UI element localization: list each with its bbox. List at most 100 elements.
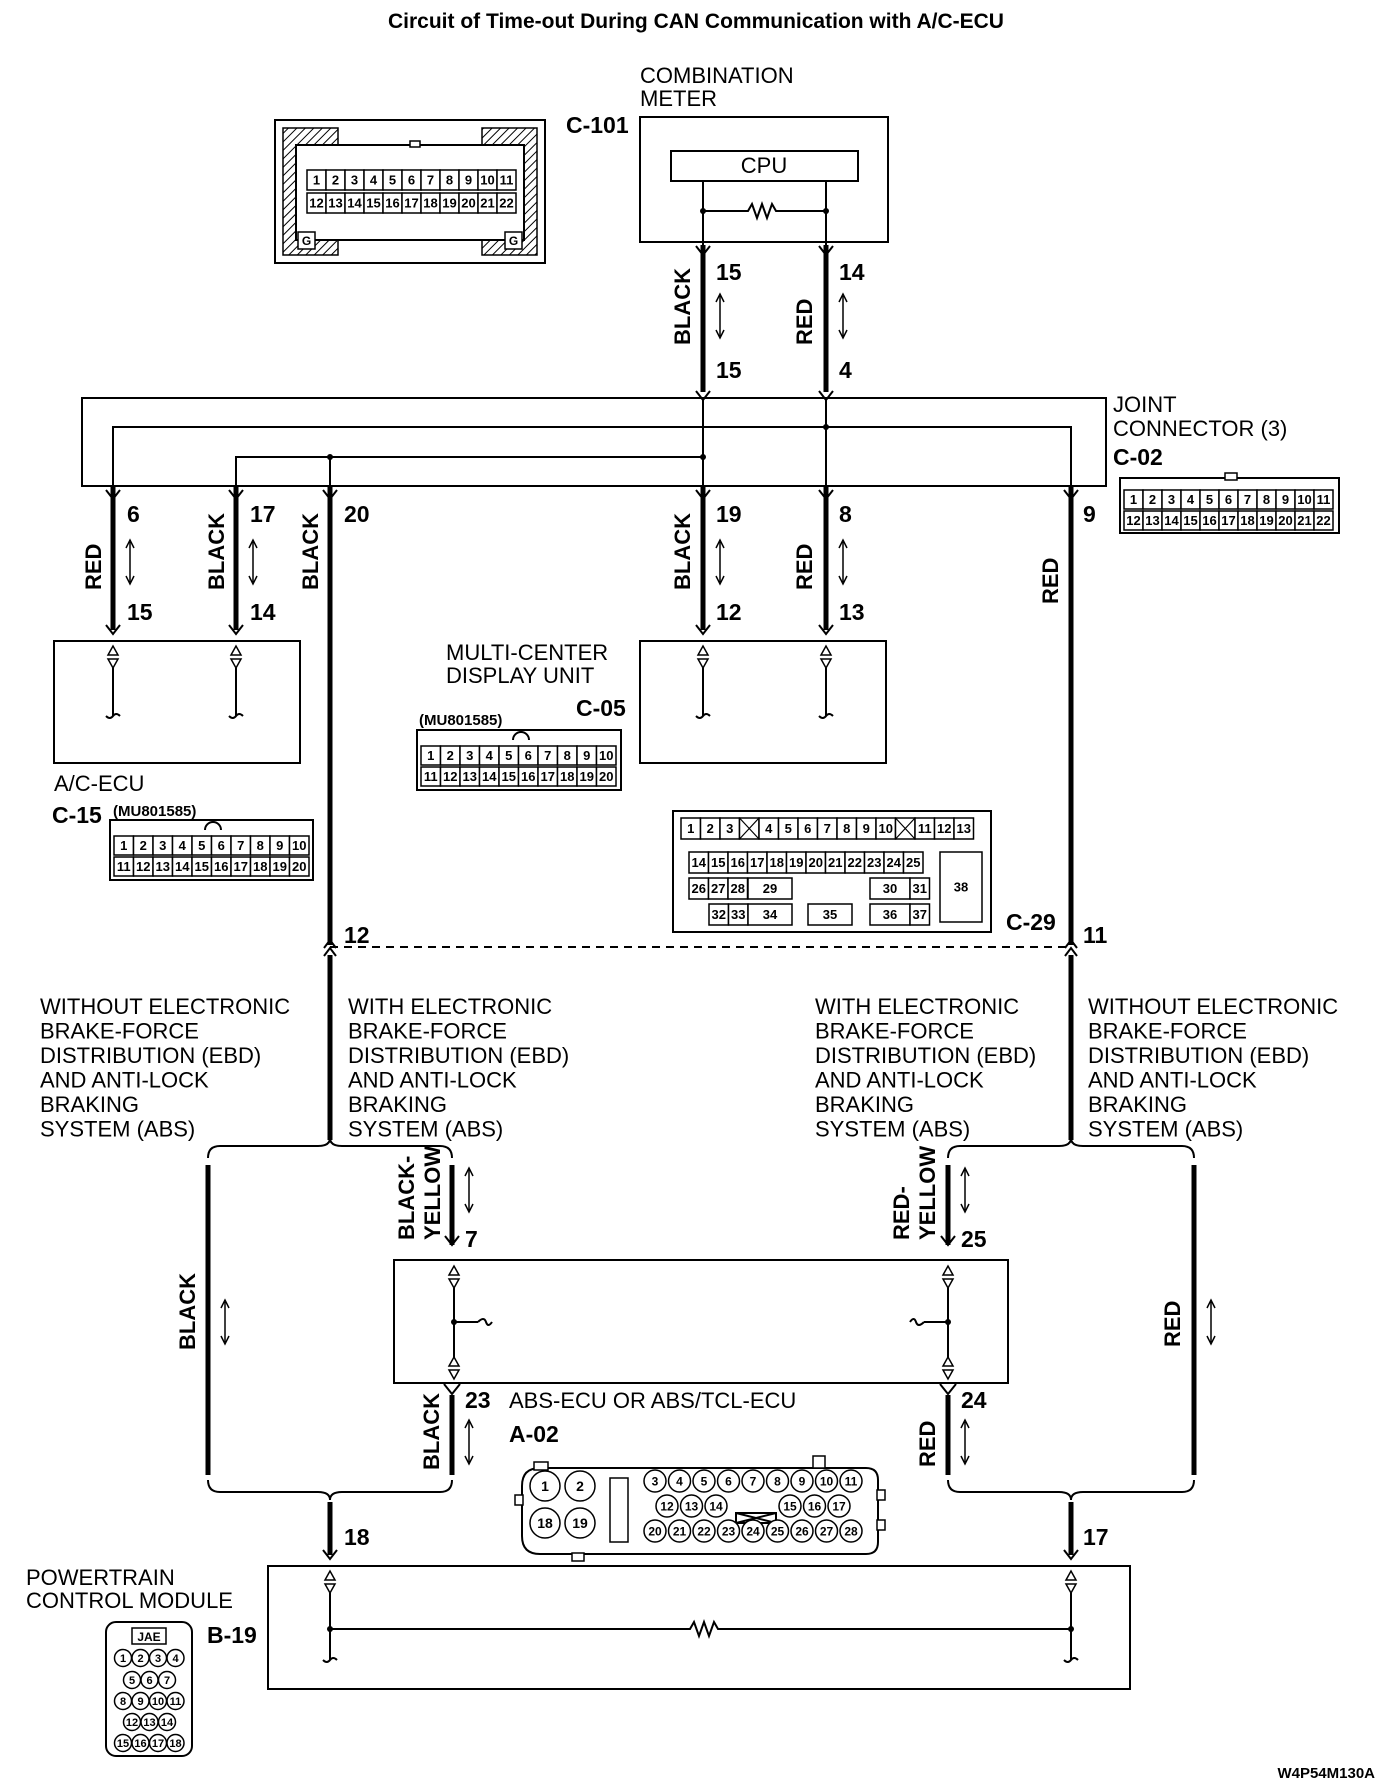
connector-pin: 16 xyxy=(1202,513,1216,528)
connector-pin: 1 xyxy=(313,173,320,188)
connector-pin: 13 xyxy=(156,859,170,874)
note-line-with_r: WITH ELECTRONIC xyxy=(815,994,1019,1019)
connector-pin: 14 xyxy=(482,769,497,784)
connector-pin: 8 xyxy=(564,748,571,763)
connector-pin: 19 xyxy=(580,769,594,784)
connector-pin: 2 xyxy=(447,748,454,763)
connector-pin: 6 xyxy=(146,1675,152,1687)
connector-pin: 20 xyxy=(461,196,475,211)
connector-pin: 17 xyxy=(234,859,248,874)
connector-pin: 21 xyxy=(828,855,842,870)
connector-pin: 5 xyxy=(505,748,512,763)
connector-pin: 2 xyxy=(140,838,147,853)
wire-color-red-ac: RED xyxy=(81,544,106,590)
connector-pin: 20 xyxy=(292,859,306,874)
connector-pin: 23 xyxy=(867,855,881,870)
connector-pin: 17 xyxy=(152,1738,164,1750)
connector-pin: 30 xyxy=(883,881,897,896)
pin-mcd-12: 12 xyxy=(716,599,742,625)
connector-pin: 15 xyxy=(1183,513,1197,528)
note-line-with_r: BRAKE-FORCE xyxy=(815,1019,974,1044)
connector-pin: 17 xyxy=(832,1499,846,1513)
note-line-with_l: BRAKE-FORCE xyxy=(348,1019,507,1044)
connector-pin: 19 xyxy=(442,196,456,211)
connector-pin: 10 xyxy=(480,173,494,188)
connector-pin: 4 xyxy=(1187,492,1195,507)
connector-pin: 22 xyxy=(697,1524,711,1538)
connector-pin: 8 xyxy=(257,838,264,853)
note-line-without_r: BRAKE-FORCE xyxy=(1088,1019,1247,1044)
brace-left-bottom xyxy=(207,1479,453,1501)
connector-pin: 1 xyxy=(687,821,694,836)
connector-pin: 27 xyxy=(711,881,725,896)
connector-pin: 4 xyxy=(765,821,773,836)
connector-pin: 12 xyxy=(443,769,457,784)
connector-pin: 13 xyxy=(1145,513,1159,528)
connector-pin: 5 xyxy=(701,1474,708,1488)
connector-pin: 27 xyxy=(820,1524,834,1538)
connector-pin: 3 xyxy=(155,1653,161,1665)
pin-c29-12: 12 xyxy=(344,922,370,948)
terminating-resistor-meter xyxy=(703,201,826,221)
connector-pin: 21 xyxy=(1297,513,1311,528)
mcd-box xyxy=(639,640,887,764)
connector-pin: 10 xyxy=(599,748,613,763)
pin-meter-15: 15 xyxy=(716,259,742,285)
joint-connector-box xyxy=(81,397,1107,487)
pin-mcd-13: 13 xyxy=(839,599,865,625)
connector-pin: 16 xyxy=(385,196,399,211)
connector-pin: 35 xyxy=(823,907,837,922)
note-line-without_l: AND ANTI-LOCK xyxy=(40,1068,209,1093)
connector-pin: 11 xyxy=(117,859,131,874)
note-line-with_l: DISTRIBUTION (EBD) xyxy=(348,1043,569,1068)
c05-part-no: (MU801585) xyxy=(419,712,502,729)
connector-pin: 18 xyxy=(1240,513,1254,528)
a02-label: A-02 xyxy=(509,1421,559,1447)
connector-pin: 6 xyxy=(1225,492,1232,507)
connector-pin: 6 xyxy=(804,821,811,836)
connector-pin: 13 xyxy=(463,769,477,784)
ac-ecu-name: A/C-ECU xyxy=(54,771,144,796)
connector-pin: 13 xyxy=(957,821,971,836)
wire-color-black-abs-23: BLACK xyxy=(419,1393,444,1470)
connector-pin: 3 xyxy=(351,173,358,188)
connector-pin: 12 xyxy=(660,1499,674,1513)
connector-pin: 18 xyxy=(560,769,574,784)
connector-pin: 22 xyxy=(848,855,862,870)
connector-pin: 16 xyxy=(731,855,745,870)
connector-pin: 18 xyxy=(537,1515,553,1531)
connector-pin: 22 xyxy=(1316,513,1330,528)
connector-pin: 7 xyxy=(750,1474,757,1488)
notes: WITHOUT ELECTRONICBRAKE-FORCEDISTRIBUTIO… xyxy=(40,994,1338,1142)
joint-connector-name-1: JOINT xyxy=(1113,392,1177,417)
connector-pin: 8 xyxy=(774,1474,781,1488)
connector-pin: 7 xyxy=(427,173,434,188)
c15-label: C-15 xyxy=(52,802,102,828)
connector-pin: 10 xyxy=(152,1696,164,1708)
wire-color-red-pcm-r: RED xyxy=(1160,1301,1185,1347)
connector-pin: 12 xyxy=(309,196,323,211)
connector-pin: 9 xyxy=(799,1474,806,1488)
connector-pin: 3 xyxy=(1168,492,1175,507)
pin-ac-15: 15 xyxy=(127,599,153,625)
pin-abs-24: 24 xyxy=(961,1387,987,1413)
pcm-name-1: POWERTRAIN xyxy=(26,1565,175,1590)
note-line-with_r: BRAKING xyxy=(815,1092,914,1117)
brace-left-top xyxy=(207,1137,453,1159)
wire-color-black-abs-l: BLACK xyxy=(298,513,323,590)
connector-pin: 1 xyxy=(427,748,434,763)
c101-mark-left: G xyxy=(302,234,311,248)
diagram-title: Circuit of Time-out During CAN Communica… xyxy=(388,10,1004,33)
connector-pin: 18 xyxy=(169,1738,181,1750)
pin-abs-25: 25 xyxy=(961,1226,987,1252)
connector-pin: 12 xyxy=(1126,513,1140,528)
connector-pin: 10 xyxy=(292,838,306,853)
connector-pin: 20 xyxy=(599,769,613,784)
pcm-name-2: CONTROL MODULE xyxy=(26,1588,233,1613)
c15-part-no: (MU801585) xyxy=(113,803,196,820)
connector-pin: 4 xyxy=(179,838,187,853)
note-line-with_l: SYSTEM (ABS) xyxy=(348,1117,503,1142)
c05-label: C-05 xyxy=(576,695,626,721)
connector-pin: 28 xyxy=(844,1524,858,1538)
c02-label: C-02 xyxy=(1113,444,1163,470)
